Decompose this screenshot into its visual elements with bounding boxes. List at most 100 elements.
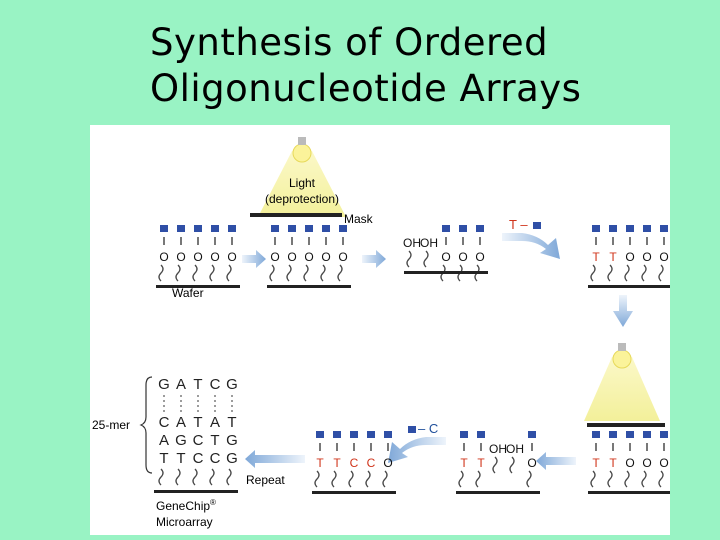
linker-squiggle: [458, 470, 464, 488]
final-base: T: [210, 432, 219, 449]
probe-column: O: [526, 431, 537, 488]
base-label: O: [193, 250, 202, 264]
final-base: T: [176, 450, 185, 467]
linker-squiggle: [423, 250, 429, 268]
final-base: C: [210, 450, 221, 467]
linker-squiggle: [175, 468, 181, 486]
reagent-block: [533, 222, 541, 229]
bulb-icon: [292, 143, 312, 163]
final-base: G: [175, 432, 187, 449]
protect-block: [609, 225, 617, 232]
base-label: O: [642, 250, 651, 264]
wafer-surface: [156, 285, 240, 288]
base-label: O: [210, 250, 219, 264]
base-label: OH: [420, 236, 438, 250]
linker-squiggle: [158, 468, 164, 486]
probe-column: C: [348, 431, 359, 488]
final-base: A: [210, 414, 220, 431]
left-arrow-icon: [245, 450, 305, 468]
base-label: O: [321, 250, 330, 264]
protect-block: [367, 431, 375, 438]
final-base: T: [193, 376, 202, 393]
process-arrows: [242, 222, 633, 470]
linker-squiggle: [526, 470, 532, 488]
probe-column: O: [641, 225, 652, 282]
probe-column: OH: [506, 442, 524, 474]
left-arrow-icon: [536, 452, 576, 470]
base-label: T: [460, 456, 468, 470]
protect-block: [350, 431, 358, 438]
registered-mark: ®: [210, 498, 216, 507]
final-base: C: [193, 432, 204, 449]
mask-bar: [587, 423, 665, 427]
linker-squiggle: [209, 468, 215, 486]
base-label: T: [592, 456, 600, 470]
base-label: T: [333, 456, 341, 470]
title-line-1: Synthesis of Ordered: [150, 21, 549, 64]
linker-squiggle: [607, 470, 613, 488]
linker-squiggle: [175, 264, 181, 282]
protect-block: [442, 225, 450, 232]
base-label: T: [609, 250, 617, 264]
protect-block: [288, 225, 296, 232]
light-cone: [258, 151, 346, 217]
reagent-block: [408, 426, 416, 433]
genechip-name: GeneChip: [156, 499, 210, 513]
base-label: O: [642, 456, 651, 470]
linker-squiggle: [226, 468, 232, 486]
final-base: G: [226, 376, 238, 393]
light-source-1: [258, 137, 346, 217]
probe-column: T: [458, 431, 468, 488]
linker-squiggle: [590, 264, 596, 282]
probe-column: O: [624, 225, 635, 282]
probe-column: O: [337, 225, 348, 282]
probe-column: O: [658, 431, 669, 488]
linker-squiggle: [641, 470, 647, 488]
probe-column: C: [365, 431, 376, 488]
base-label: O: [659, 456, 668, 470]
protect-block: [626, 431, 634, 438]
light-label-2: (deprotection): [265, 192, 339, 206]
probe-column: T: [590, 225, 600, 282]
light-beams: [250, 137, 665, 427]
title-line-2: Oligonucleotide Arrays: [150, 67, 582, 110]
wafer-surface: [456, 491, 540, 494]
light-cone: [584, 357, 660, 421]
probe-column: O: [269, 225, 280, 282]
probe-column: T: [590, 431, 600, 488]
linker-squiggle: [331, 470, 337, 488]
final-base: T: [159, 450, 168, 467]
diagram-labels: Light (deprotection) Mask Wafer T – – C …: [92, 176, 528, 529]
linker-squiggle: [607, 264, 613, 282]
base-label: T: [316, 456, 324, 470]
base-label: O: [458, 250, 467, 264]
linker-squiggle: [348, 470, 354, 488]
slide-title: Synthesis of Ordered Oligonucleotide Arr…: [150, 20, 581, 112]
base-label: O: [176, 250, 185, 264]
wafer-surface: [312, 491, 396, 494]
base-label: O: [338, 250, 347, 264]
probe-column: O: [382, 431, 393, 488]
microarray-label: Microarray: [156, 515, 213, 529]
protect-block: [305, 225, 313, 232]
length-brace: [139, 376, 153, 474]
linker-squiggle: [382, 470, 388, 488]
base-label: O: [159, 250, 168, 264]
final-base: A: [176, 376, 186, 393]
down-arrow-icon: [613, 295, 633, 327]
final-base: T: [227, 414, 236, 431]
wafer-label: Wafer: [172, 286, 204, 300]
final-base: C: [159, 414, 170, 431]
bulb-icon: [612, 349, 632, 369]
protect-block: [271, 225, 279, 232]
base-label: O: [441, 250, 450, 264]
bulb-base-icon: [618, 343, 626, 351]
light-label-1: Light: [289, 176, 316, 190]
probe-column: T: [331, 431, 341, 488]
linker-squiggle: [314, 470, 320, 488]
